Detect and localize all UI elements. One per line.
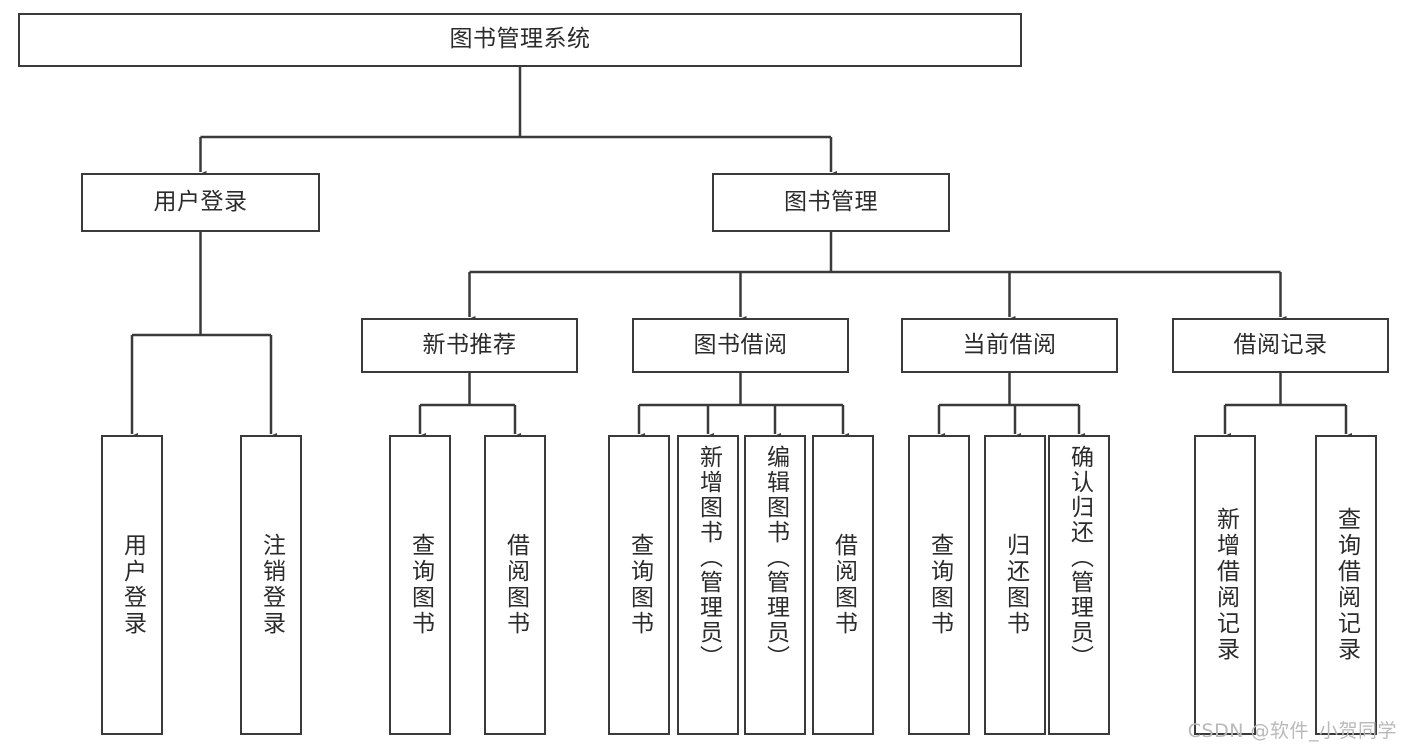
node-new-book-recommendation[interactable]: 新书推荐	[361, 318, 578, 373]
node-label: 编辑图书（管理员）	[762, 445, 789, 670]
edges-group	[126, 67, 1352, 443]
node-label: 新增图书（管理员）	[695, 445, 722, 670]
node-label: 确认归还（管理员）	[1066, 445, 1093, 670]
node-label: 用户登录	[119, 533, 146, 637]
node-user-login[interactable]: 用户登录	[81, 173, 320, 232]
node-label: 图书管理系统	[449, 26, 591, 53]
node-label: 查询图书	[626, 533, 653, 637]
leaf-add-borrow-record[interactable]: 新增借阅记录	[1194, 435, 1256, 735]
node-book-management[interactable]: 图书管理	[712, 173, 950, 232]
node-label: 注销登录	[258, 533, 285, 637]
node-borrowing-records[interactable]: 借阅记录	[1172, 318, 1389, 373]
leaf-query-books-recommendation[interactable]: 查询图书	[389, 435, 451, 735]
node-book-borrowing[interactable]: 图书借阅	[632, 318, 849, 373]
leaf-query-books-borrowing[interactable]: 查询图书	[608, 435, 670, 735]
node-label: 用户登录	[153, 188, 248, 215]
leaf-query-borrow-record[interactable]: 查询借阅记录	[1315, 435, 1377, 735]
node-label: 查询借阅记录	[1333, 507, 1360, 663]
node-label: 图书管理	[784, 188, 878, 215]
node-label: 查询图书	[407, 533, 434, 637]
node-label: 查询图书	[926, 533, 953, 637]
node-label: 借阅图书	[830, 533, 857, 637]
leaf-user-login[interactable]: 用户登录	[101, 435, 163, 735]
leaf-confirm-return-admin[interactable]: 确认归还（管理员）	[1048, 435, 1110, 735]
leaf-user-logout[interactable]: 注销登录	[240, 435, 302, 735]
node-current-borrowing[interactable]: 当前借阅	[901, 318, 1118, 373]
leaf-query-books-current[interactable]: 查询图书	[908, 435, 970, 735]
leaf-edit-book-admin[interactable]: 编辑图书（管理员）	[744, 435, 806, 735]
node-label: 归还图书	[1002, 533, 1029, 637]
csdn-watermark: CSDN @软件_小贺同学	[1187, 720, 1397, 742]
node-label: 图书借阅	[693, 331, 788, 358]
leaf-borrow-books-borrowing[interactable]: 借阅图书	[812, 435, 874, 735]
node-label: 新书推荐	[422, 331, 517, 358]
node-label: 当前借阅	[962, 331, 1057, 358]
leaf-borrow-books-recommendation[interactable]: 借阅图书	[484, 435, 546, 735]
leaf-return-books[interactable]: 归还图书	[984, 435, 1046, 735]
leaf-add-book-admin[interactable]: 新增图书（管理员）	[677, 435, 739, 735]
node-label: 借阅记录	[1233, 331, 1328, 358]
node-label: 借阅图书	[502, 533, 529, 637]
node-label: 新增借阅记录	[1212, 507, 1239, 663]
node-root-book-management-system[interactable]: 图书管理系统	[18, 13, 1022, 67]
